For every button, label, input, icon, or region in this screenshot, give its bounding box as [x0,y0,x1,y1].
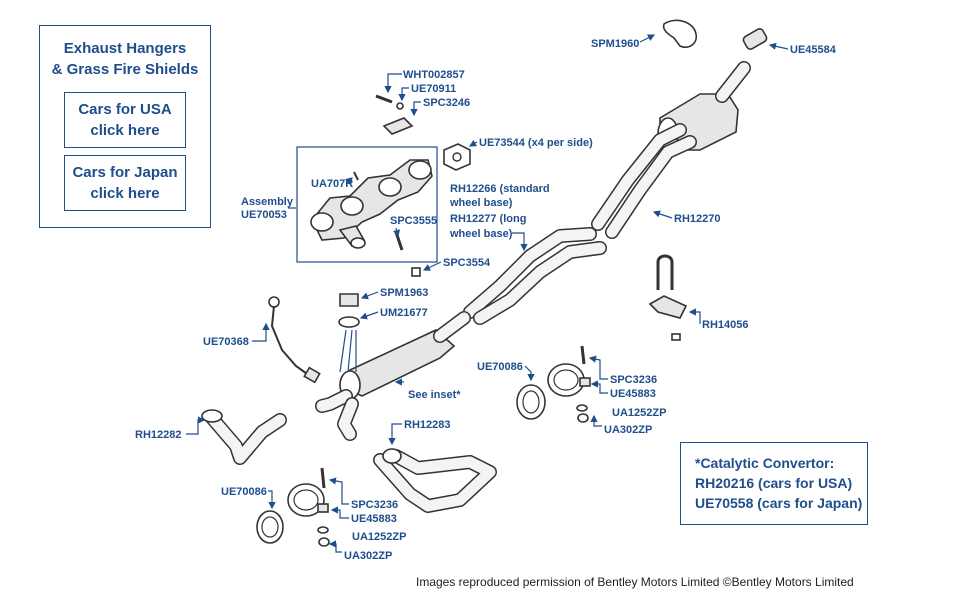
label-rh12283: RH12283 [404,419,450,431]
label-ue70086-upper: UE70086 [477,361,523,373]
panel-title: Exhaust Hangers & Grass Fire Shields [51,40,199,78]
label-rh12266: RH12266 (standard [450,183,550,195]
label-spm1963: SPM1963 [380,287,428,299]
catalytic-usa: RH20216 (cars for USA) [695,475,853,491]
label-ue70368: UE70368 [203,336,249,348]
exhaust-hangers-panel: Exhaust Hangers & Grass Fire Shields Car… [39,25,211,228]
label-ua302zp-lower: UA302ZP [344,550,392,562]
silencer-bracket [375,94,414,135]
catalytic-japan: UE70558 (cars for Japan) [695,495,863,511]
oxygen-sensor [268,296,321,384]
tail-pipe-clamp [662,19,698,49]
catalytic-convertor-note: *Catalytic Convertor: RH20216 (cars for … [680,442,868,525]
label-rh12270: RH12270 [674,213,720,225]
copyright-credit: Images reproduced permission of Bentley … [416,575,854,589]
cars-for-japan-button[interactable]: Cars for Japan click here [64,155,186,211]
label-ue45584: UE45584 [790,44,837,56]
catalytic-title: *Catalytic Convertor: [695,455,835,471]
sensor-plug [339,293,359,307]
label-spc3554: SPC3554 [443,257,491,269]
label-spc3555: SPC3555 [390,215,437,227]
front-down-pipe [201,409,287,465]
label-rh12266-wb: wheel base) [449,197,513,209]
label-rh12277: RH12277 (long [450,213,526,225]
sensor-washer [338,316,360,328]
label-ue45883-lower: UE45883 [351,513,397,525]
label-ua1252zp-lower: UA1252ZP [352,531,406,543]
assembly-inset-box [296,146,438,263]
rear-hanger [648,254,688,341]
crossover-pipe [373,448,497,513]
label-ua302zp-upper: UA302ZP [604,424,652,436]
exhaust-manifold [310,159,433,251]
nut-spc3554 [411,267,421,277]
label-see-inset: See inset* [408,389,461,401]
label-spc3236-upper: SPC3236 [610,374,657,386]
label-rh14056: RH14056 [702,319,748,331]
label-um21677: UM21677 [380,307,428,319]
label-assembly: Assembly [241,196,294,208]
label-ua1252zp-upper: UA1252ZP [612,407,666,419]
label-ue45883-upper: UE45883 [610,388,656,400]
label-ue73544: UE73544 (x4 per side) [479,137,593,149]
label-ue70053: UE70053 [241,209,287,221]
label-spc3246: SPC3246 [423,97,470,109]
clamp-set-upper [516,345,591,423]
cars-for-usa-button[interactable]: Cars for USA click here [64,92,186,148]
label-rh12282: RH12282 [135,429,181,441]
label-ua707r: UA707R [311,178,353,190]
clamp-set-lower [256,467,330,547]
label-ue70086-lower: UE70086 [221,486,267,498]
label-wht002857: WHT002857 [403,69,465,81]
tail-pipe-finisher [742,28,768,50]
catalytic-convertor [315,311,471,441]
label-spc3236-lower: SPC3236 [351,499,398,511]
label-spm1960: SPM1960 [591,38,639,50]
label-ue70911: UE70911 [411,83,456,95]
label-rh12277-wb: wheel base) [449,228,513,240]
intermediate-pipes [463,123,697,325]
